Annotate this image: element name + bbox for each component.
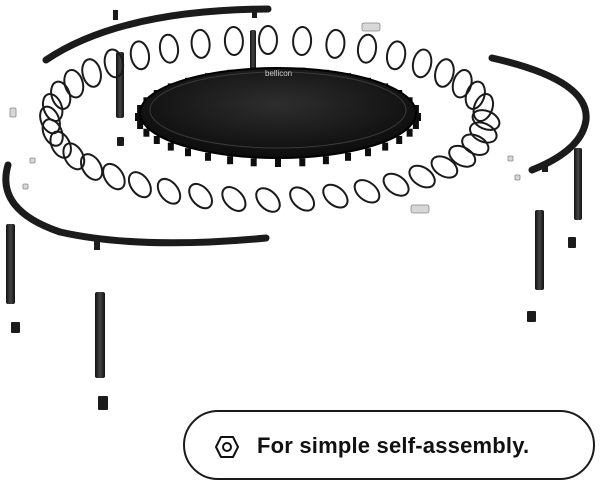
bungee-cord-ring	[255, 187, 281, 213]
frame-arc-top-left	[42, 5, 272, 64]
mat-hook	[153, 136, 160, 144]
bungee-cord-ring	[258, 25, 278, 55]
bungee-cord-ring	[41, 92, 64, 123]
bungee-cord-ring	[81, 58, 102, 88]
frame-arc-right	[488, 54, 590, 174]
mat-hook	[167, 142, 174, 151]
bungee-cord-ring	[461, 133, 490, 156]
frame-arc-left-bottom	[2, 161, 270, 250]
mat-hook	[406, 128, 413, 137]
hexagon-nut-icon	[215, 436, 239, 458]
mat-hook	[250, 158, 257, 167]
mat-hook	[205, 152, 211, 161]
mat-hook	[137, 121, 144, 129]
bungee-cord-ring	[385, 40, 407, 71]
mat-hook	[412, 121, 419, 129]
mat-hook	[227, 156, 234, 165]
caption-badge: For simple self-assembly.	[183, 410, 595, 480]
bungee-cord-ring	[158, 33, 180, 64]
bungee-cord-ring	[325, 28, 346, 59]
mat-hook	[396, 136, 403, 144]
bungee-cord-ring	[102, 162, 126, 191]
mat-hook	[382, 142, 389, 151]
hardware-parts	[9, 22, 521, 214]
leg-left	[6, 224, 20, 333]
bungee-cord-ring	[190, 28, 211, 59]
mat-hook	[365, 148, 371, 157]
mat-hook	[415, 113, 421, 121]
bungee-cord-ring	[448, 144, 477, 168]
mat-hook	[345, 152, 351, 161]
jumping-mat: bellicon	[135, 67, 421, 167]
mat-hook	[135, 113, 141, 121]
mat-hook	[185, 148, 191, 157]
bungee-cord-ring	[41, 118, 64, 147]
bungee-cord-ring	[127, 171, 152, 199]
mat-hook	[299, 158, 306, 167]
caption-text: For simple self-assembly.	[257, 433, 530, 458]
bungee-cord-ring	[103, 48, 125, 79]
brand-logo: bellicon	[265, 69, 292, 78]
bungee-cord-ring	[472, 93, 495, 122]
bungee-cord-rings	[39, 25, 501, 213]
bungee-cord-ring	[129, 40, 151, 71]
bungee-cord-ring	[469, 121, 498, 144]
leg-right-back	[568, 148, 582, 248]
bungee-cord-ring	[79, 153, 104, 181]
leg-front	[95, 292, 108, 410]
bungee-cord-ring	[356, 33, 378, 64]
mat-hook	[322, 156, 329, 165]
bungee-cord-ring	[223, 26, 244, 56]
bungee-cord-ring	[353, 179, 381, 204]
leg-right-front	[527, 210, 544, 322]
bungee-cord-ring	[408, 164, 436, 189]
mat-hook	[275, 159, 281, 167]
mat-hook	[143, 128, 150, 137]
bungee-cord-ring	[292, 26, 313, 56]
bungee-cord-ring	[430, 155, 459, 179]
bungee-cord-ring	[322, 183, 349, 209]
bungee-cord-ring	[382, 172, 410, 197]
bungee-cord-ring	[464, 80, 486, 110]
bungee-cord-ring	[188, 182, 213, 210]
bungee-cord-ring	[434, 58, 455, 88]
bungee-cord-ring	[49, 130, 72, 159]
bungee-cord-ring	[156, 177, 182, 205]
bungee-cord-ring	[221, 186, 247, 212]
bungee-cord-ring	[289, 186, 316, 212]
bungee-cord-ring	[39, 105, 61, 135]
bungee-cord-ring	[62, 142, 86, 171]
bungee-cord-ring	[63, 69, 85, 99]
bungee-cord-ring	[411, 48, 433, 79]
